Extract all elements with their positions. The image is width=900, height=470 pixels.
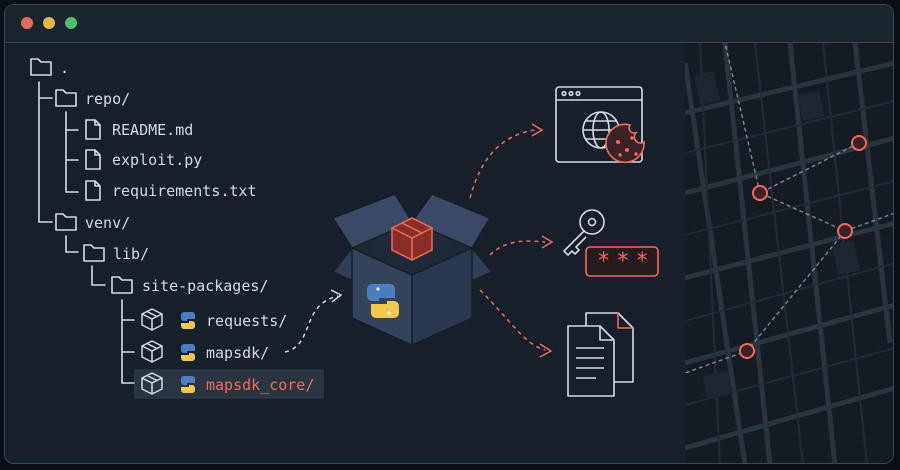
tree-folder-site-packages[interactable]: site-packages/ [142, 277, 269, 295]
documents-icon [567, 312, 634, 397]
folder-icon [111, 276, 133, 294]
cookie-icon [605, 123, 645, 164]
tree-file-exploit[interactable]: exploit.py [112, 151, 203, 169]
package-icon [141, 372, 163, 395]
key-icon [562, 209, 605, 257]
folder-icon [55, 213, 77, 231]
maximize-window-button[interactable] [65, 17, 77, 29]
python-icon [181, 344, 195, 361]
password-mask: *** [597, 249, 655, 274]
selected-row-highlight [134, 369, 324, 399]
file-icon [85, 180, 101, 201]
password-field-icon [585, 246, 659, 277]
file-icon [85, 119, 101, 140]
tree-package-mapsdk[interactable]: mapsdk/ [206, 344, 270, 362]
tree-folder-venv[interactable]: venv/ [85, 214, 131, 232]
tree-folder-repo[interactable]: repo/ [85, 90, 131, 108]
folder-icon [30, 58, 52, 76]
minimize-window-button[interactable] [43, 17, 55, 29]
python-icon [181, 312, 195, 329]
title-bar [5, 5, 893, 43]
tree-file-requirements[interactable]: requirements.txt [112, 182, 257, 200]
tree-package-mapsdk-core[interactable]: mapsdk_core/ [206, 376, 315, 394]
folder-icon [83, 244, 105, 262]
tree-root[interactable]: . [60, 59, 70, 77]
package-icon [141, 340, 163, 363]
map-icon [685, 43, 893, 463]
python-icon [181, 376, 195, 393]
package-icon [141, 308, 163, 331]
close-window-button[interactable] [21, 17, 33, 29]
folder-icon [55, 89, 77, 107]
open-box-icon [331, 193, 494, 347]
tree-package-requests[interactable]: requests/ [206, 312, 288, 330]
file-icon [85, 149, 101, 170]
tree-folder-lib[interactable]: lib/ [113, 245, 150, 263]
tree-file-readme[interactable]: README.md [112, 121, 194, 139]
